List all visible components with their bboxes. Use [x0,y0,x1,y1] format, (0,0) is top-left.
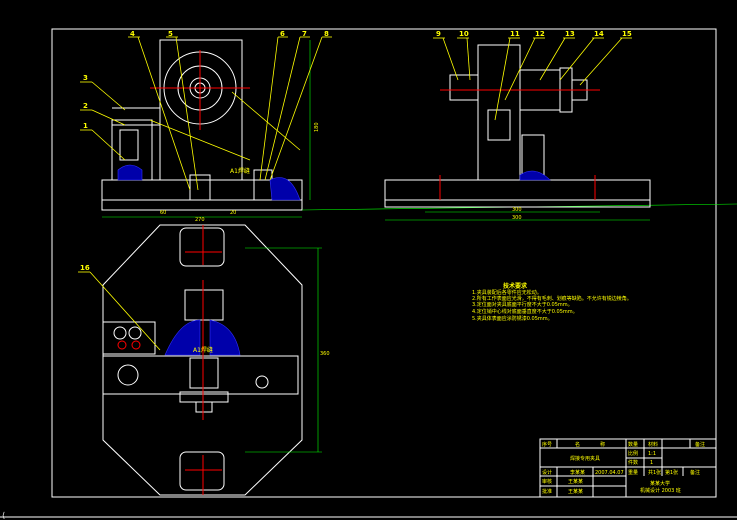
dim-base-left: 60 [160,210,166,216]
drawing-text: 李某某 [570,469,585,476]
technical-notes: 技术要求 1.夹具装配后各零件应无松动。 2.所有工作表面应光滑，不得有毛刺、划… [472,282,632,322]
drawing-text: 王某某 [568,489,583,495]
drawing-text: 重量 [628,469,638,476]
front-view: A1焊缝 270 60 20 180 [101,39,737,223]
drawing-text: 9 [436,30,441,38]
drawing-text: 备注 [695,441,705,448]
dim-side-total: 300 [512,215,522,221]
drawing-text: 6 [280,30,285,38]
drawing-name: 焊接专用夹具 [570,455,600,462]
drawing-text: 16 [80,264,90,272]
balloons-front: 4 5 6 7 8 3 2 1 [80,30,332,191]
notes-title: 技术要求 [503,282,528,290]
dim-front-height: 180 [314,122,320,132]
drawing-text: 第1张 [665,469,678,476]
drawing-text: 11 [510,30,520,38]
drawing-text: 12 [535,30,545,38]
drawing-text: 13 [565,30,575,38]
drawing-text: 共1张 [648,469,661,476]
note-item: 3.定位面对夹具底面平行度不大于0.05mm。 [472,301,573,308]
dim-front-width: 270 [195,217,205,223]
note-item: 1.夹具装配后各零件应无松动。 [472,289,542,296]
note-item: 4.定位销中心线对底面垂直度不大于0.05mm。 [472,308,578,315]
dim-base-right: 20 [230,210,236,216]
drawing-text: 设计 [542,469,552,476]
drawing-text: 3 [83,74,88,82]
drawing-text: 2 [83,102,88,110]
drawing-text: 机械设计 2003 班 [640,487,681,494]
drawing-text: 2007.04.07 [595,470,624,476]
drawing-text: 称 [600,441,605,448]
dim-plan-height: 360 [320,351,330,357]
drawing-text: 14 [594,30,604,38]
dim-side-width: 300 [512,207,522,213]
drawing-text: 1:1 [648,451,656,457]
balloons-side: 9 10 11 12 13 14 15 [433,30,632,121]
drawing-text: 比例 [628,450,638,457]
drawing-frame [51,28,717,498]
drawing-text: 1 [83,122,88,130]
drawing-text: 批准 [542,488,552,495]
drawing-text: 名 [575,441,580,448]
note-item: 5.夹具体表面应涂防锈漆0.05mm。 [472,315,553,322]
drawing-text: 件数 [628,459,638,466]
drawing-text: 8 [324,30,329,38]
drawing-text: 15 [622,30,632,38]
drawing-text: 材料 [648,441,658,448]
drawing-text: 1 [650,460,653,466]
drawing-text: 4 [130,30,135,38]
title-block: 序号 名 称 数量 材料 备注 焊接专用夹具 比例 1:1 件数 1 设计 李某… [539,438,717,498]
drawing-text: 5 [168,30,173,38]
drawing-text: 7 [302,30,307,38]
drawing-text: 备注 [690,469,700,476]
note-item: 2.所有工作表面应光滑，不得有毛刺、划痕等缺陷。不允许有锐边棱角。 [472,295,632,302]
drawing-text: 序号 [542,441,552,448]
drawing-text: 审核 [542,478,552,485]
drawing-text: 数量 [628,441,638,448]
weld-label: A1焊缝 [230,167,250,175]
drawing-text: 王某某 [568,479,583,485]
ucs-icon: ⟨ [2,511,5,520]
drawing-text: 某某大学 [650,480,670,487]
plan-view: A1焊缝 360 16 [78,224,330,496]
drawing-text: 10 [459,30,469,38]
side-view: 300 300 [384,44,651,221]
